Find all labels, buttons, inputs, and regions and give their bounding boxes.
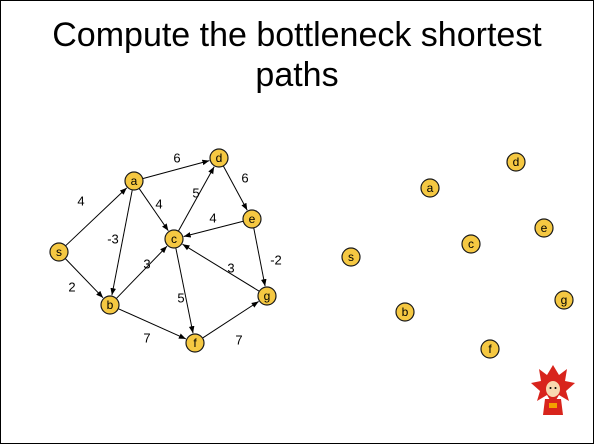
right-node-d: d [506, 152, 526, 172]
node-label: c [171, 232, 177, 246]
node-circle [395, 302, 415, 322]
left-node-f: f [185, 333, 205, 353]
node-label: s [56, 245, 62, 259]
node-label: a [131, 174, 138, 188]
edge-a-c [138, 188, 169, 232]
left-node-e: e [242, 209, 262, 229]
edge-weight-c-f: 5 [177, 290, 184, 305]
slide-title: Compute the bottleneck shortest paths [52, 16, 542, 94]
edge-b-c [115, 245, 168, 299]
edge-weight-d-e: 6 [241, 170, 248, 185]
edges-layer [64, 159, 267, 340]
right-node-e: e [534, 218, 554, 238]
left-node-c: c [164, 229, 184, 249]
node-circle [461, 234, 481, 254]
node-circle [420, 178, 440, 198]
edge-weight-s-b: 2 [68, 279, 75, 294]
edge-weight-f-g: 7 [235, 332, 242, 347]
edge-weight-a-c: 4 [155, 196, 162, 211]
node-circle [257, 286, 277, 306]
edge-labels-layer: 4 2 6 4 -3 3 7 5 5 6 4 -2 3 7 [68, 150, 281, 347]
right-node-f: f [480, 339, 500, 359]
right-node-b: b [395, 302, 415, 322]
edge-c-d [177, 166, 215, 232]
right-node-a: a [420, 178, 440, 198]
edge-b-f [118, 308, 187, 340]
left-node-s: s [49, 242, 69, 262]
node-circle [341, 247, 361, 267]
node-circle [242, 209, 262, 229]
left-node-b: b [100, 295, 120, 315]
edge-weight-g-c: 3 [227, 260, 234, 275]
node-label: e [249, 212, 256, 226]
left-node-d: d [209, 148, 229, 168]
right-graph-nodes: s a b c d e f g [341, 152, 574, 359]
edge-weight-a-b: -3 [107, 231, 119, 246]
left-node-a: a [124, 171, 144, 191]
edge-a-d [142, 159, 210, 180]
node-label: g [561, 293, 568, 307]
edge-d-e [222, 165, 248, 211]
edge-g-c [182, 243, 260, 292]
node-circle [185, 333, 205, 353]
node-label: s [348, 250, 354, 264]
right-node-c: c [461, 234, 481, 254]
node-label: f [193, 336, 197, 350]
node-label: d [513, 155, 520, 169]
left-node-g: g [257, 286, 277, 306]
edge-weight-b-f: 7 [143, 330, 150, 345]
edge-weight-e-c: 4 [209, 210, 216, 225]
edge-e-c [183, 220, 244, 238]
node-circle [100, 295, 120, 315]
node-label: b [107, 298, 114, 312]
node-label: f [488, 342, 492, 356]
edge-f-g [202, 301, 259, 339]
node-label: b [402, 305, 409, 319]
node-circle [506, 152, 526, 172]
node-circle [480, 339, 500, 359]
edge-weight-c-d: 5 [192, 185, 199, 200]
edge-a-b [110, 189, 133, 296]
node-label: c [468, 237, 474, 251]
node-label: a [427, 181, 434, 195]
edge-c-f [175, 247, 195, 334]
node-label: d [216, 151, 223, 165]
node-circle [49, 242, 69, 262]
right-node-s: s [341, 247, 361, 267]
edge-s-b [64, 258, 104, 299]
node-circle [124, 171, 144, 191]
edge-e-g [253, 227, 267, 287]
node-label: e [541, 221, 548, 235]
left-graph-nodes: s a b c d e f g [49, 148, 277, 353]
node-circle [209, 148, 229, 168]
edge-weight-s-a: 4 [77, 193, 84, 208]
edge-s-a [65, 187, 128, 247]
mascot-icon [531, 365, 575, 415]
node-circle [164, 229, 184, 249]
edge-weight-e-g: -2 [270, 252, 282, 267]
edge-weight-b-c: 3 [143, 256, 150, 271]
node-circle [534, 218, 554, 238]
node-circle [554, 290, 574, 310]
edge-weight-a-d: 6 [173, 150, 180, 165]
node-label: g [264, 289, 271, 303]
right-node-g: g [554, 290, 574, 310]
